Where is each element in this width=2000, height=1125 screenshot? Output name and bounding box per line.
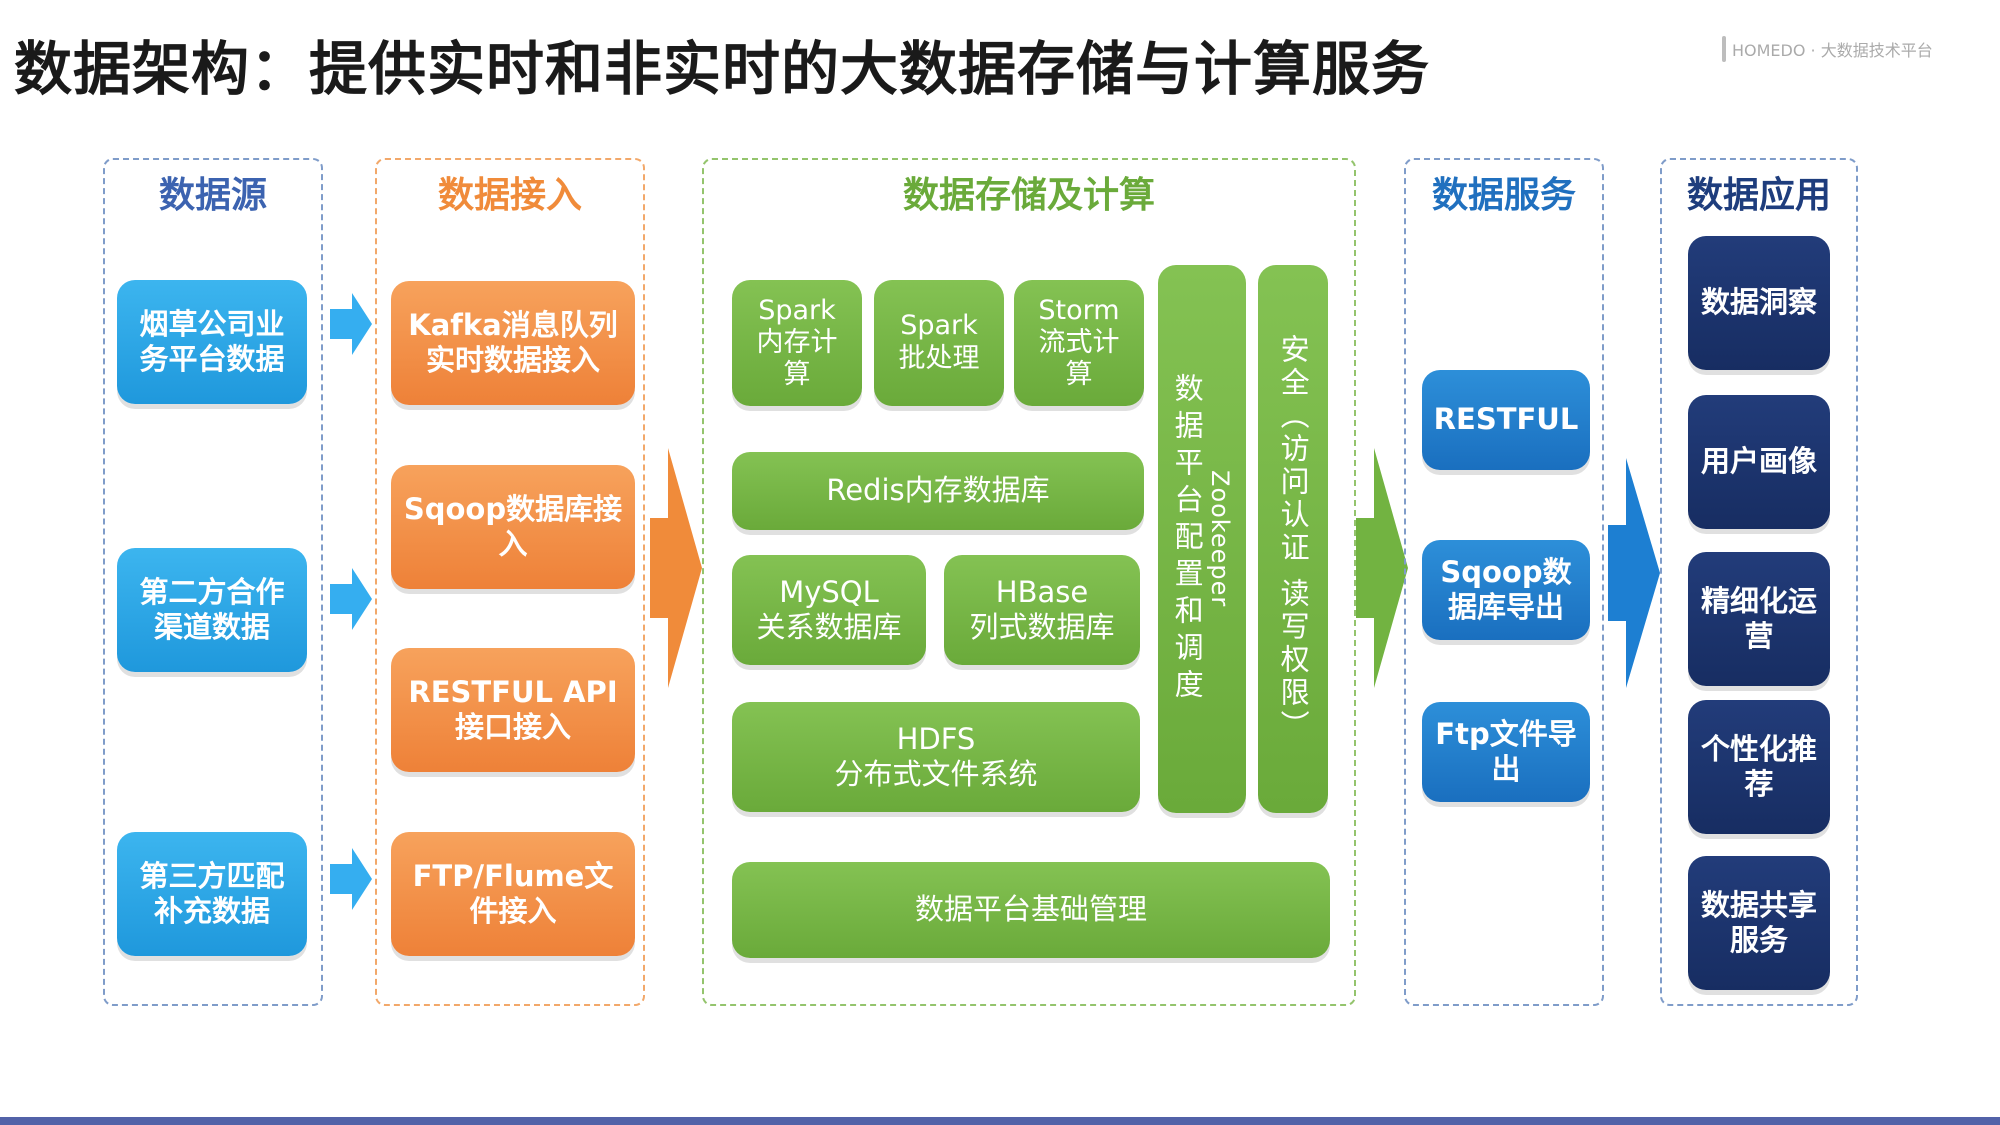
app-item-data-sharing: 数据共享服务 <box>1688 856 1830 990</box>
arrow-right-icon <box>650 448 702 688</box>
logo-text: HOMEDO · 大数据技术平台 <box>1732 41 1933 60</box>
zookeeper-label: Zookeeper <box>1206 470 1235 608</box>
service-column: 数据服务 <box>1404 158 1604 1006</box>
storage-column: 数据存储及计算 <box>702 158 1356 1006</box>
security-bar: 安全（访问认证 读写权限） <box>1258 265 1328 813</box>
app-item-user-profile: 用户画像 <box>1688 395 1830 529</box>
arrow-right-icon <box>1356 448 1408 688</box>
hbase-box: HBase 列式数据库 <box>944 555 1140 665</box>
source-column: 数据源 <box>103 158 323 1006</box>
service-item-restful: RESTFUL <box>1422 370 1590 470</box>
scheduler-label: 数据平台配置和调度 <box>1170 372 1205 706</box>
source-item-second-party: 第二方合作渠道数据 <box>117 548 307 672</box>
logo-icon <box>1722 36 1726 62</box>
spark-batch-label: Spark 批处理 <box>898 310 980 374</box>
service-header: 数据服务 <box>1431 175 1576 216</box>
hdfs-box: HDFS 分布式文件系统 <box>732 702 1140 812</box>
service-item-sqoop-export: Sqoop数据库导出 <box>1422 540 1590 640</box>
arrow-right-icon <box>330 293 372 355</box>
storm-box: Storm 流式计 算 <box>1014 280 1144 406</box>
app-column: 数据应用 <box>1660 158 1858 1006</box>
hdfs-label: HDFS 分布式文件系统 <box>834 721 1038 791</box>
redis-box: Redis内存数据库 <box>732 452 1144 530</box>
platform-management-box: 数据平台基础管理 <box>732 862 1330 958</box>
hbase-label: HBase 列式数据库 <box>969 574 1115 644</box>
spark-batch-box: Spark 批处理 <box>874 280 1004 406</box>
app-header: 数据应用 <box>1686 175 1831 216</box>
arrow-right-icon <box>330 568 372 630</box>
mysql-label: MySQL 关系数据库 <box>756 574 902 644</box>
spark-memory-box: Spark 内存计 算 <box>732 280 862 406</box>
arrow-right-icon <box>330 848 372 910</box>
security-label: 安全（访问认证 读写权限） <box>1276 334 1311 744</box>
app-item-recommendation: 个性化推荐 <box>1688 700 1830 834</box>
ingest-item-restful: RESTFUL API接口接入 <box>391 648 635 772</box>
app-item-insight: 数据洞察 <box>1688 236 1830 370</box>
app-item-fine-ops: 精细化运营 <box>1688 552 1830 686</box>
brand-logo: HOMEDO · 大数据技术平台 <box>1722 34 1933 64</box>
ingest-item-ftp-flume: FTP/Flume文件接入 <box>391 832 635 956</box>
ingest-header: 数据接入 <box>437 175 582 216</box>
storage-header: 数据存储及计算 <box>902 175 1155 216</box>
service-item-ftp-export: Ftp文件导出 <box>1422 702 1590 802</box>
page-title: 数据架构：提供实时和非实时的大数据存储与计算服务 <box>14 35 1431 103</box>
ingest-item-sqoop: Sqoop数据库接入 <box>391 465 635 589</box>
bottom-accent-bar <box>0 1117 2000 1125</box>
storm-label: Storm 流式计 算 <box>1038 295 1120 390</box>
ingest-item-kafka: Kafka消息队列实时数据接入 <box>391 281 635 405</box>
source-header: 数据源 <box>158 175 267 216</box>
spark-memory-label: Spark 内存计 算 <box>756 295 838 390</box>
mysql-box: MySQL 关系数据库 <box>732 555 926 665</box>
source-item-tobacco: 烟草公司业务平台数据 <box>117 280 307 404</box>
arrow-right-icon <box>1608 458 1660 688</box>
source-item-third-party: 第三方匹配补充数据 <box>117 832 307 956</box>
ingest-column: 数据接入 <box>375 158 645 1006</box>
scheduler-bar: 数据平台配置和调度 Zookeeper <box>1158 265 1246 813</box>
